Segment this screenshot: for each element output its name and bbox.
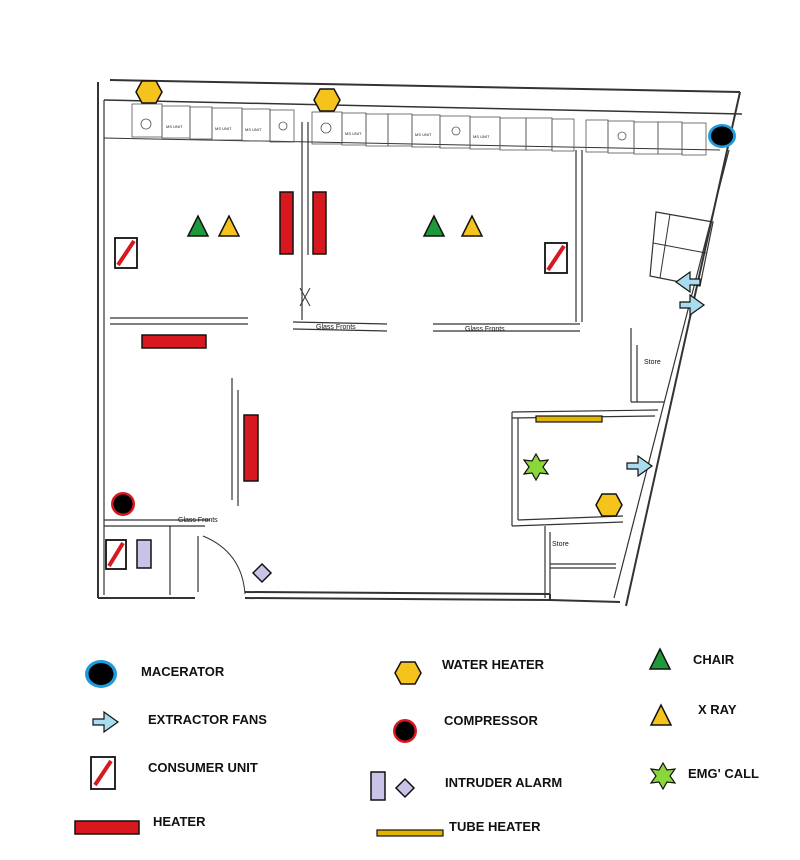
store-label: Store — [552, 541, 569, 548]
legend-label-extractor-fans: EXTRACTOR FANS — [148, 712, 267, 727]
macerator-icon — [708, 124, 736, 148]
heater-icon — [74, 820, 140, 835]
legend-symbols — [74, 647, 677, 837]
unit-label: MS UNIT — [415, 132, 432, 137]
extractor-fan-icon — [626, 270, 706, 478]
chair-icon — [648, 647, 672, 670]
tube-heater-icon — [376, 829, 444, 837]
compressor-icon — [111, 492, 135, 516]
legend-label-tube-heater: TUBE HEATER — [449, 819, 541, 834]
legend-label-heater: HEATER — [153, 814, 206, 829]
chair-icon — [186, 214, 446, 237]
tube-heater-icon — [535, 415, 603, 423]
unit-label: MS UNIT — [166, 124, 183, 129]
legend-label-consumer-unit: CONSUMER UNIT — [148, 760, 258, 775]
glass-fronts-label: Glass Fronts — [465, 326, 505, 333]
legend-label-intruder-alarm: INTRUDER ALARM — [445, 775, 563, 790]
unit-label: MS UNIT — [245, 127, 262, 132]
unit-label: MS UNIT — [345, 131, 362, 136]
intruder-alarm-icon — [136, 539, 273, 584]
water-heater-icon — [135, 80, 623, 517]
legend-label-macerator: MACERATOR — [141, 664, 225, 679]
emg-call-icon — [649, 761, 677, 791]
counter-units — [131, 103, 707, 156]
emg-call-icon — [522, 452, 550, 482]
store-label: Store — [644, 359, 661, 366]
legend-label-compressor: COMPRESSOR — [444, 713, 538, 728]
glass-fronts-label: Glass Fronts — [178, 517, 218, 524]
intruder-alarm-icon — [370, 771, 386, 801]
counter-unit-labels: MS UNIT MS UNIT MS UNIT MS UNIT MS UNIT … — [166, 124, 490, 139]
legend-label-emg-call: EMG' CALL — [688, 766, 759, 781]
unit-label: MS UNIT — [215, 126, 232, 131]
consumer-unit-icon — [105, 237, 568, 570]
legend-label-chair: CHAIR — [693, 652, 735, 667]
glass-fronts-label: Glass Fronts — [316, 324, 356, 331]
extractor-fan-icon — [92, 710, 120, 734]
heater-icon — [141, 191, 327, 482]
unit-label: MS UNIT — [473, 134, 490, 139]
water-heater-icon — [394, 661, 422, 685]
sliding-door — [299, 287, 311, 307]
legend-label-water-heater: WATER HEATER — [442, 657, 545, 672]
legend-label-x-ray: X RAY — [698, 702, 737, 717]
x-ray-icon — [217, 214, 484, 237]
x-ray-icon — [649, 703, 673, 726]
